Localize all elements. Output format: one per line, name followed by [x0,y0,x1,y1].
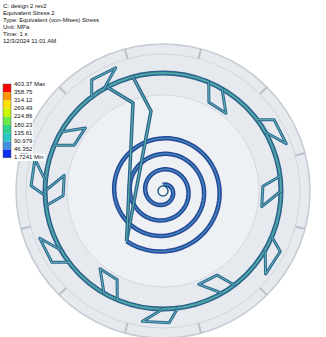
flexure-hook [265,237,280,274]
flexure-stress [54,128,85,145]
ring-stress [45,73,281,309]
flexure-hook [199,275,235,293]
connecting-arm [107,87,133,241]
plot-info: Unit: MPa [3,24,29,31]
plot-info: Equivalent Stress 2 [3,10,55,17]
rim-notch [125,323,128,333]
rim-line [26,54,300,328]
color-band [3,117,11,125]
flexure-stress [257,120,286,144]
color-band [3,84,11,92]
plot-info: Type: Equivalent (von-Mises) Stress [3,17,99,24]
rim-notch [295,226,305,229]
scale-value: 314.12 [13,97,33,104]
ring-beam [45,73,281,309]
scale-value: 1.7241 Min [13,154,45,161]
plot-info: 12/3/2024 11:01 AM [3,38,56,45]
rim-notch [295,153,305,156]
plot-info: Time: 1 s [3,31,27,38]
flexure-hook [257,120,286,144]
rim-notch [59,87,66,94]
scale-value: 135.61 [13,130,33,137]
flexure-hook [209,82,226,113]
housing-disk [16,44,310,337]
flexure-hook [45,175,64,205]
color-band [3,92,11,100]
flexure-stress [100,269,117,300]
arm-stress [107,87,133,241]
flexure-stress [209,82,226,113]
rim-notch [198,49,201,59]
flexure-stress [265,237,280,274]
flexure-stress [31,159,45,195]
color-band [3,109,11,117]
flexure-hook [54,128,85,145]
flexure-hook [92,68,116,97]
rim-notch [21,226,31,229]
scale-value: 269.49 [13,105,33,112]
flexure-hook [142,308,177,323]
flexure-stress [40,238,69,262]
hub [158,186,168,196]
flexure-stress [45,175,64,205]
flexure-hook [31,159,45,195]
color-band [3,150,11,158]
scale-value: 90.979 [13,138,33,145]
rim-notch [125,49,128,59]
color-band [3,141,11,149]
rim-notch [59,288,66,295]
rim-notch [198,323,201,333]
flexure-stress [262,176,281,206]
scale-value: 46.352 [13,146,33,153]
scale-value: 358.75 [13,89,33,96]
scale-value: 180.23 [13,122,33,129]
flexure-hook [40,238,69,262]
color-bar-frame [3,84,11,158]
flexure-stress [92,68,116,97]
rim-notch [260,87,267,94]
scale-value: 224.86 [13,113,33,120]
rim-notch [260,288,267,295]
flexure-hook [262,176,281,206]
color-band [3,100,11,108]
flexure-hook [100,269,117,300]
color-band [3,133,11,141]
color-band [3,125,11,133]
plot-title: C: design 2 rev2 [3,3,47,10]
flexure-stress [199,275,235,293]
inner-face [67,95,259,287]
scale-value: 403.37 Max [13,81,46,88]
flexure-stress [142,308,177,323]
